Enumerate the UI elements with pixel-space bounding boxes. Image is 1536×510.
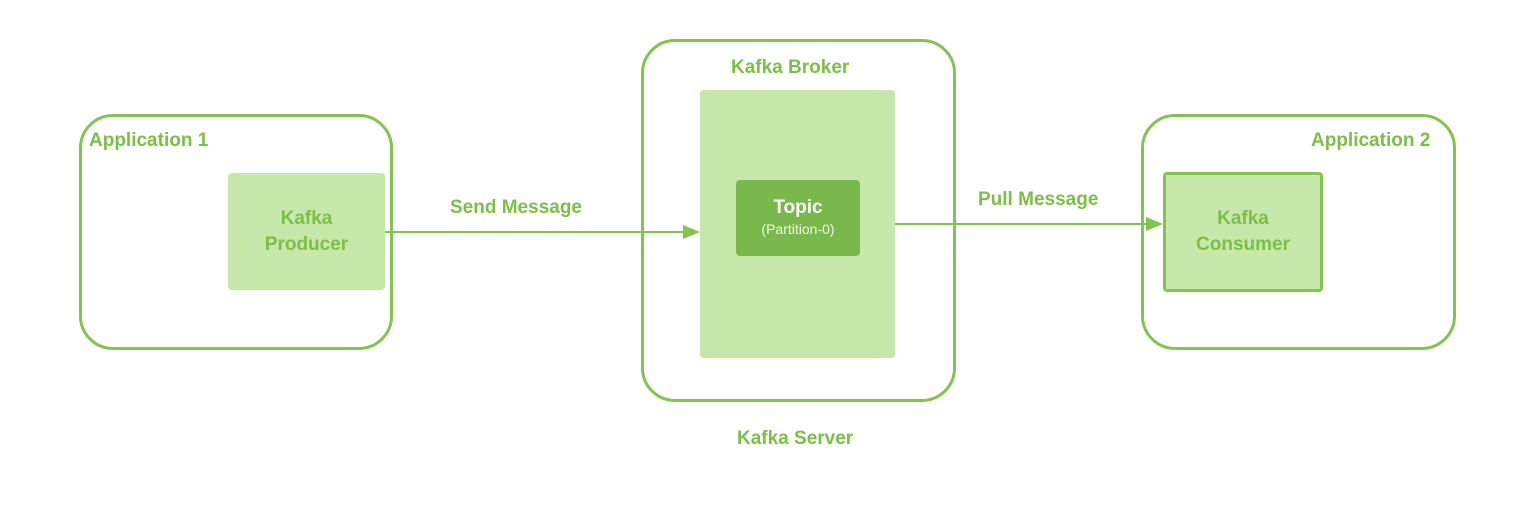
application-1-label: Application 1: [89, 130, 209, 151]
topic-box: Topic (Partition-0): [736, 180, 860, 256]
pull-message-label: Pull Message: [978, 189, 1099, 210]
send-message-arrowhead: [683, 225, 700, 239]
kafka-broker-label: Kafka Broker: [731, 57, 850, 78]
send-message-label: Send Message: [450, 197, 582, 218]
kafka-consumer-line1: Kafka: [1217, 208, 1269, 229]
kafka-consumer-box: Kafka Consumer: [1163, 172, 1323, 292]
kafka-producer-line2: Producer: [264, 233, 349, 255]
kafka-producer-line1: Kafka: [280, 207, 333, 229]
kafka-producer-box: Kafka Producer: [228, 173, 385, 290]
pull-message-arrowhead: [1146, 217, 1163, 231]
topic-partition: (Partition-0): [761, 221, 835, 237]
kafka-server-label: Kafka Server: [737, 428, 854, 449]
kafka-consumer-line2: Consumer: [1196, 234, 1290, 255]
application-2-label: Application 2: [1311, 130, 1431, 151]
topic-title: Topic: [773, 197, 823, 218]
